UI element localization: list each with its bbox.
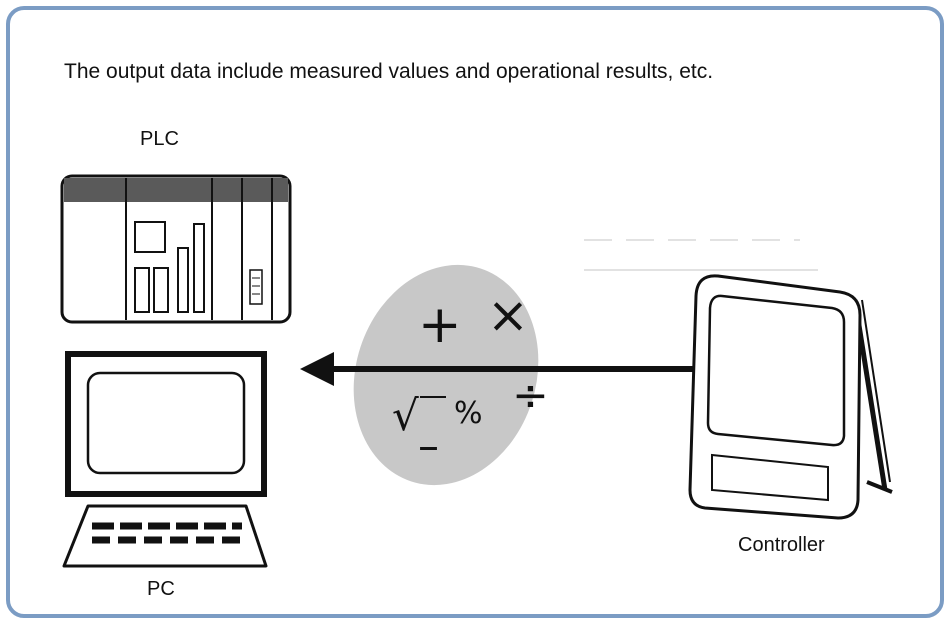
diagram-caption: The output data include measured values … xyxy=(64,60,714,83)
sqrt-operator: √ xyxy=(392,391,419,440)
plc-label: PLC xyxy=(140,128,179,150)
minus-operator: – xyxy=(418,421,439,470)
operations-ellipse xyxy=(353,264,539,486)
pc-label: PC xyxy=(147,578,175,600)
divide-operator: ÷ xyxy=(512,370,549,421)
faint-artifact-lines xyxy=(584,239,818,271)
pc-computer-icon xyxy=(62,351,268,568)
plc-device-icon xyxy=(60,174,292,324)
plus-operator: + xyxy=(418,295,462,355)
multiply-operator: × xyxy=(487,286,529,344)
controller-device-icon xyxy=(688,274,893,520)
controller-label: Controller xyxy=(738,534,825,556)
percent-operator: % xyxy=(454,396,483,431)
data-flow-arrow xyxy=(300,352,700,386)
